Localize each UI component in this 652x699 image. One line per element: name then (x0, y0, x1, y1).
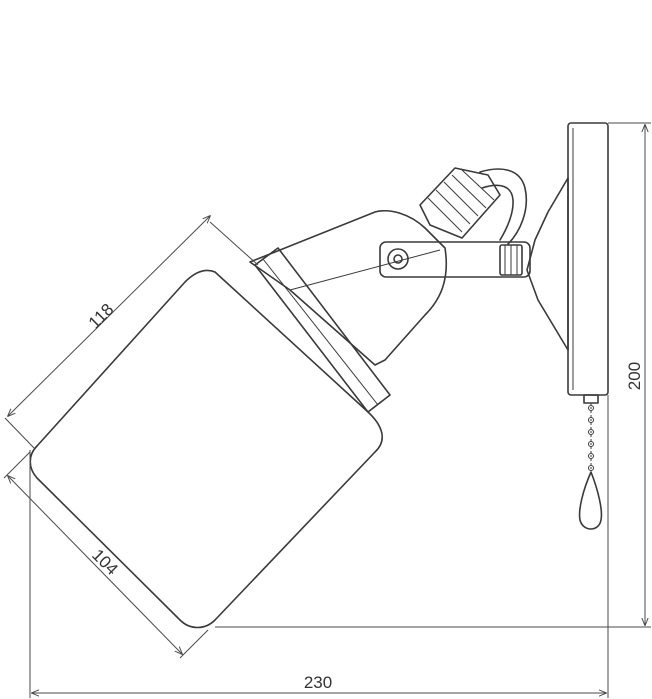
shade-diameter-label: 104 (88, 545, 121, 578)
shade-collar (254, 247, 391, 413)
wall-mount-plate (526, 122, 609, 396)
dimension-shade-diameter: 104 (3, 451, 209, 659)
dimension-total-width: 230 (29, 395, 609, 698)
shade-length-label: 118 (85, 300, 118, 333)
dimension-total-height: 200 (215, 122, 651, 628)
cable-gland (419, 167, 527, 245)
swivel-arm (379, 241, 531, 278)
lamp-holder (249, 210, 448, 366)
dimension-shade-length: 118 (4, 216, 259, 449)
total-width-label: 230 (304, 673, 332, 692)
pull-chain (578, 394, 603, 530)
total-height-label: 200 (625, 362, 644, 390)
